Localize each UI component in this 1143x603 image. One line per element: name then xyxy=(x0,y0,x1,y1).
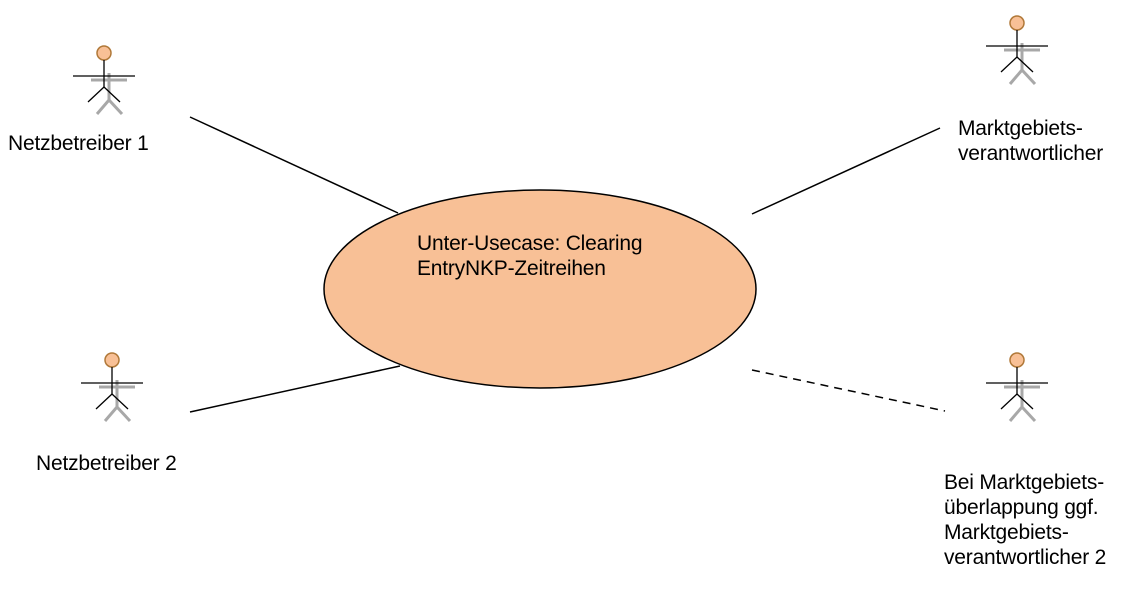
actor-label-line: überlappung ggf. xyxy=(944,496,1099,519)
use-case-label-line: EntryNKP-Zeitreihen xyxy=(417,257,606,280)
actor-label-line: verantwortlicher 2 xyxy=(944,546,1107,569)
actor-netzbetreiber-1-icon[interactable] xyxy=(71,44,137,116)
association-line-marktgebietsverantwortlicher xyxy=(751,127,941,215)
association-line-marktgebietsverantwortlicher-2 xyxy=(751,369,946,412)
use-case-label: Unter-Usecase: Clearing EntryNKP-Zeitrei… xyxy=(417,231,643,281)
association-line-netzbetreiber-2 xyxy=(189,365,401,413)
actor-label-line: Bei Marktgebiets- xyxy=(944,471,1104,494)
actor-netzbetreiber-2-icon[interactable] xyxy=(79,351,145,423)
association-line-netzbetreiber-1 xyxy=(189,116,399,214)
actor-marktgebietsverantwortlicher-2-icon[interactable] xyxy=(984,351,1050,423)
actor-label-netzbetreiber-2: Netzbetreiber 2 xyxy=(36,451,177,476)
actor-label-line: Marktgebiets- xyxy=(944,521,1069,544)
use-case-label-line: Unter-Usecase: Clearing xyxy=(417,232,643,255)
actor-label-marktgebietsverantwortlicher: Marktgebiets- verantwortlicher xyxy=(958,116,1103,166)
actor-label-line: Netzbetreiber 2 xyxy=(36,452,177,475)
actor-label-line: Netzbetreiber 1 xyxy=(8,132,149,155)
actor-label-marktgebietsverantwortlicher-2: Bei Marktgebiets- überlappung ggf. Markt… xyxy=(944,470,1106,570)
actor-label-line: verantwortlicher xyxy=(958,142,1104,165)
actor-label-line: Marktgebiets- xyxy=(958,117,1083,140)
use-case-ellipse[interactable] xyxy=(323,189,757,389)
actor-marktgebietsverantwortlicher-icon[interactable] xyxy=(984,14,1050,86)
actor-label-netzbetreiber-1: Netzbetreiber 1 xyxy=(8,131,149,156)
